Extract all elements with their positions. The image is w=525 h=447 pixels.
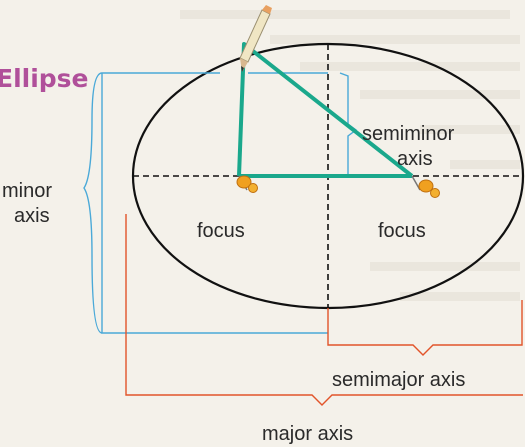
minor-axis-label-line2: axis <box>14 205 50 227</box>
focus-label-right: focus <box>378 220 426 242</box>
pushpin-icon-left <box>236 175 258 193</box>
pencil-icon <box>239 5 272 72</box>
semimajor-axis-label: semimajor axis <box>332 369 465 391</box>
string-triangle <box>237 42 414 178</box>
semiminor-axis-label-line2: axis <box>397 148 433 170</box>
diagram-title: Ellipse <box>0 64 89 93</box>
semimajor-axis-bracket <box>327 300 523 356</box>
pushpin-icon-right <box>411 175 440 198</box>
focus-label-left: focus <box>197 220 245 242</box>
minor-axis-brace <box>83 72 103 334</box>
minor-axis-label-line1: minor <box>2 180 52 202</box>
semiminor-axis-label-line1: semiminor <box>362 123 455 145</box>
major-axis-bracket <box>125 214 523 406</box>
major-axis-label: major axis <box>262 423 353 445</box>
